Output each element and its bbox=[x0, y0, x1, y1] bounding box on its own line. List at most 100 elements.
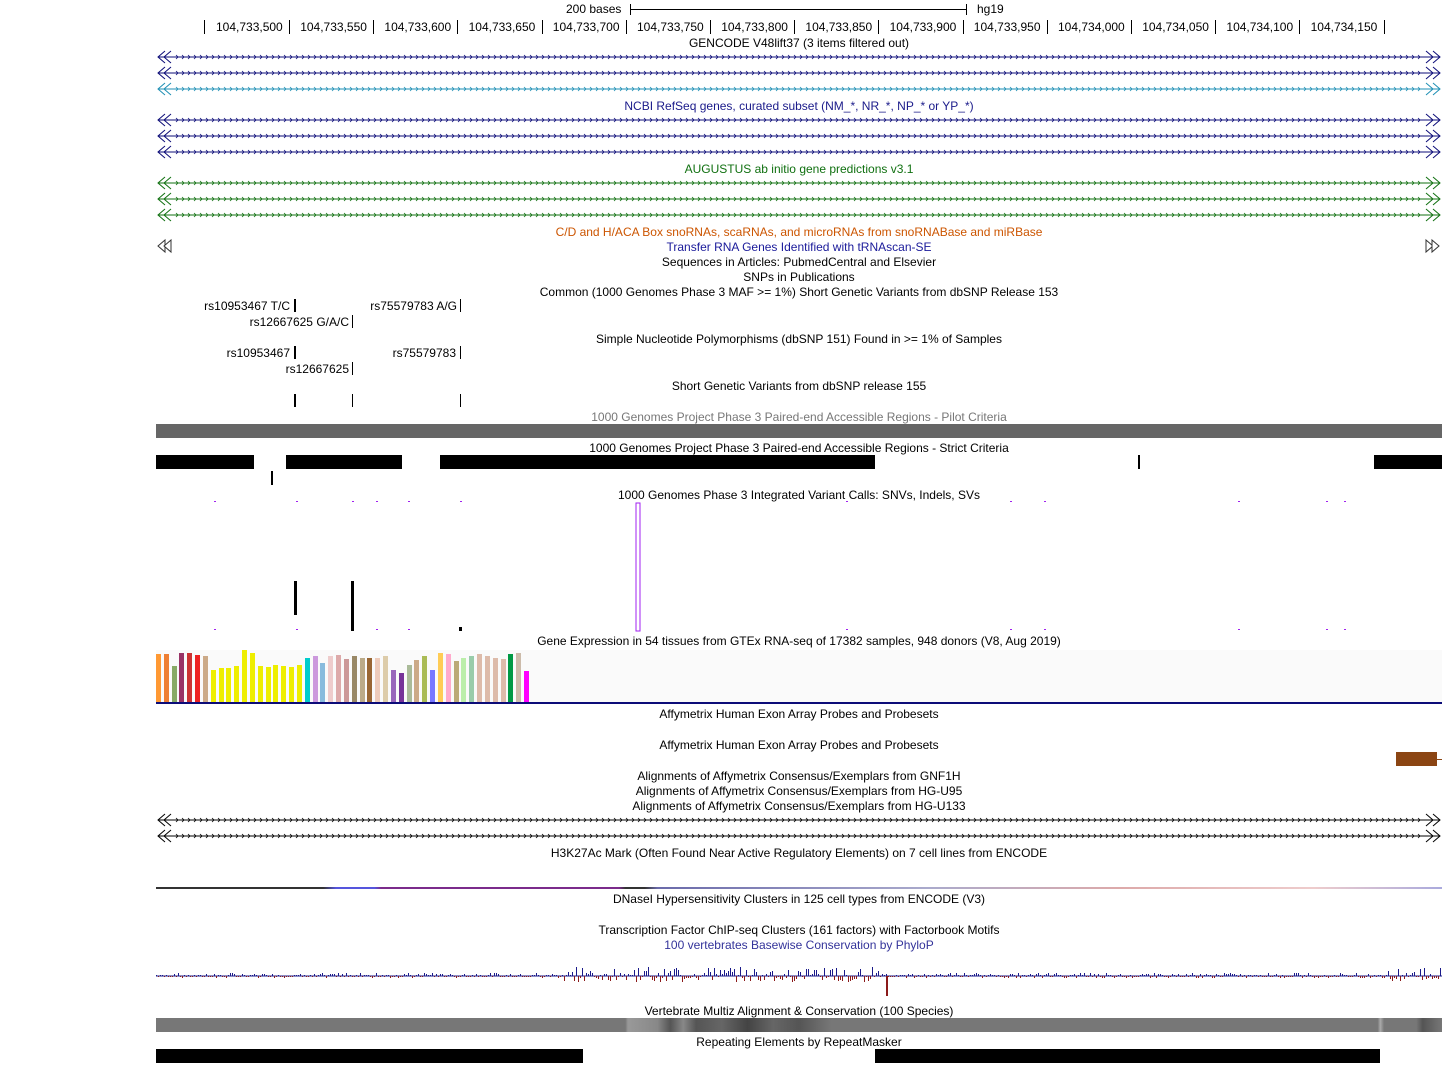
gtex-tissue-bar[interactable] bbox=[257, 666, 263, 702]
accessible-region-strict[interactable] bbox=[440, 455, 875, 469]
track-label-dbsnp155[interactable]: Short Genetic Variants from dbSNP releas… bbox=[671, 379, 927, 393]
variant-tick[interactable] bbox=[1044, 501, 1046, 502]
snp-mark[interactable] bbox=[294, 346, 296, 359]
gtex-tissue-bar[interactable] bbox=[249, 653, 255, 702]
snp-mark[interactable] bbox=[460, 299, 461, 312]
track-label-pubs-snp[interactable]: SNPs in Publications bbox=[743, 270, 855, 284]
gtex-tissue-bar[interactable] bbox=[477, 654, 483, 702]
gtex-tissue-bar[interactable] bbox=[210, 670, 216, 702]
gtex-tissue-bar[interactable] bbox=[406, 665, 412, 702]
snp-mark[interactable] bbox=[352, 394, 353, 407]
gtex-tissue-bar[interactable] bbox=[367, 658, 373, 702]
variant-tick[interactable] bbox=[1010, 629, 1012, 630]
structural-variant[interactable] bbox=[635, 502, 641, 632]
gtex-tissue-bar[interactable] bbox=[265, 667, 271, 702]
track-label-pubs-seq[interactable]: Sequences in Articles: PubmedCentral and… bbox=[661, 255, 937, 269]
track-label-affy-gnf1h[interactable]: Alignments of Affymetrix Consensus/Exemp… bbox=[637, 769, 961, 783]
accessible-region-strict[interactable] bbox=[156, 455, 254, 469]
gtex-tissue-bar[interactable] bbox=[289, 667, 295, 702]
variant-tick[interactable] bbox=[296, 629, 298, 630]
gtex-tissue-bar[interactable] bbox=[383, 656, 389, 702]
gtex-tissue-bar[interactable] bbox=[524, 671, 529, 702]
accessible-region-pilot[interactable] bbox=[156, 424, 1442, 438]
gtex-tissue-bar[interactable] bbox=[234, 666, 240, 702]
track-label-gencode[interactable]: GENCODE V48lift37 (3 items filtered out) bbox=[688, 36, 910, 50]
variant-tick[interactable] bbox=[1344, 501, 1346, 502]
variant-tick[interactable] bbox=[1238, 501, 1240, 502]
variant-tick[interactable] bbox=[214, 629, 216, 630]
gtex-tissue-bar[interactable] bbox=[390, 670, 396, 702]
snp-label[interactable]: rs12667625 bbox=[285, 362, 349, 376]
gtex-tissue-bar[interactable] bbox=[304, 658, 310, 702]
gtex-tissue-bar[interactable] bbox=[218, 668, 224, 702]
repeat-element[interactable] bbox=[875, 1049, 1380, 1063]
gtex-tissue-bar[interactable] bbox=[336, 655, 342, 702]
variant-tick[interactable] bbox=[1238, 629, 1240, 630]
track-label-multiz[interactable]: Vertebrate Multiz Alignment & Conservati… bbox=[644, 1004, 954, 1018]
gtex-tissue-bar[interactable] bbox=[437, 653, 443, 702]
track-label-affy-u95[interactable]: Alignments of Affymetrix Consensus/Exemp… bbox=[635, 784, 963, 798]
gtex-tissue-bar[interactable] bbox=[296, 665, 302, 702]
track-label-dbsnp153[interactable]: Common (1000 Genomes Phase 3 MAF >= 1%) … bbox=[539, 285, 1059, 299]
variant-snv[interactable] bbox=[459, 627, 462, 631]
gtex-tissue-bar[interactable] bbox=[312, 656, 318, 702]
gencode-transcript[interactable] bbox=[157, 50, 1441, 64]
variant-tick[interactable] bbox=[1044, 629, 1046, 630]
variant-tick[interactable] bbox=[214, 501, 216, 502]
refseq-transcript[interactable] bbox=[157, 145, 1441, 159]
gtex-tissue-bar[interactable] bbox=[187, 653, 193, 702]
track-label-snorna[interactable]: C/D and H/ACA Box snoRNAs, scaRNAs, and … bbox=[555, 225, 1043, 239]
gtex-tissue-bar[interactable] bbox=[320, 663, 326, 702]
gtex-tissue-bar[interactable] bbox=[422, 656, 428, 702]
track-label-dnase[interactable]: DNaseI Hypersensitivity Clusters in 125 … bbox=[612, 892, 986, 906]
track-label-gtex[interactable]: Gene Expression in 54 tissues from GTEx … bbox=[537, 634, 1061, 648]
snp-mark[interactable] bbox=[460, 394, 461, 407]
variant-tick[interactable] bbox=[1344, 629, 1346, 630]
variant-tick[interactable] bbox=[1326, 501, 1328, 502]
gtex-tissue-bar[interactable] bbox=[430, 670, 436, 702]
gtex-tissue-bar[interactable] bbox=[445, 654, 451, 702]
track-label-affy-exon-1[interactable]: Affymetrix Human Exon Array Probes and P… bbox=[659, 707, 939, 721]
affy-alignment[interactable] bbox=[157, 829, 1441, 843]
snp-mark[interactable] bbox=[460, 346, 461, 359]
track-label-access-strict[interactable]: 1000 Genomes Project Phase 3 Paired-end … bbox=[589, 441, 1009, 455]
gtex-tissue-bar[interactable] bbox=[508, 654, 514, 702]
snp-label[interactable]: rs10953467 T/C bbox=[204, 299, 290, 313]
gtex-tissue-bar[interactable] bbox=[273, 665, 279, 702]
track-label-kgp-variants[interactable]: 1000 Genomes Phase 3 Integrated Variant … bbox=[618, 488, 980, 502]
snp-label[interactable]: rs10953467 bbox=[226, 346, 290, 360]
variant-tick[interactable] bbox=[1010, 501, 1012, 502]
gtex-tissue-bar[interactable] bbox=[414, 660, 420, 702]
accessible-region-strict[interactable] bbox=[271, 471, 273, 485]
variant-snv[interactable] bbox=[351, 581, 354, 631]
variant-tick[interactable] bbox=[460, 501, 462, 502]
gtex-tissue-bar[interactable] bbox=[328, 656, 334, 702]
variant-tick[interactable] bbox=[376, 629, 378, 630]
track-label-phylop[interactable]: 100 vertebrates Basewise Conservation by… bbox=[664, 938, 934, 952]
gtex-bar-chart[interactable] bbox=[156, 648, 1442, 702]
snp-mark[interactable] bbox=[294, 394, 296, 407]
augustus-prediction[interactable] bbox=[157, 192, 1441, 206]
variant-tick[interactable] bbox=[846, 629, 848, 630]
track-label-affy-u133[interactable]: Alignments of Affymetrix Consensus/Exemp… bbox=[632, 799, 966, 813]
gtex-tissue-bar[interactable] bbox=[226, 668, 232, 702]
variant-tick[interactable] bbox=[408, 629, 410, 630]
variant-tick[interactable] bbox=[376, 501, 378, 502]
gtex-tissue-bar[interactable] bbox=[469, 656, 475, 702]
gtex-tissue-bar[interactable] bbox=[484, 656, 490, 702]
affy-alignment[interactable] bbox=[157, 813, 1441, 827]
gtex-tissue-bar[interactable] bbox=[171, 666, 177, 702]
variant-tick[interactable] bbox=[296, 501, 298, 502]
multiz-conservation[interactable] bbox=[156, 1018, 1442, 1032]
variant-snv[interactable] bbox=[294, 581, 297, 615]
track-label-augustus[interactable]: AUGUSTUS ab initio gene predictions v3.1 bbox=[684, 162, 914, 176]
augustus-prediction[interactable] bbox=[157, 208, 1441, 222]
affy-exon-probeset[interactable] bbox=[1396, 752, 1437, 766]
gtex-tissue-bar[interactable] bbox=[375, 658, 381, 702]
gtex-tissue-bar[interactable] bbox=[516, 653, 522, 702]
gtex-tissue-bar[interactable] bbox=[461, 658, 467, 702]
